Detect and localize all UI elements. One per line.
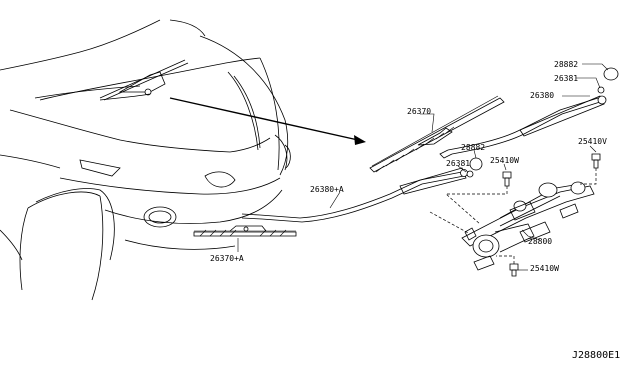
leader-lines — [237, 63, 609, 271]
label-26370: 26370 — [407, 107, 431, 116]
label-28800: 28800 — [528, 237, 552, 246]
direction-arrow — [169, 97, 366, 145]
label-28882-top: 28882 — [554, 60, 578, 69]
label-25410w-top: 25410W — [490, 156, 519, 165]
car-front-illustration — [0, 19, 291, 301]
label-25410w-bottom: 25410W — [530, 264, 559, 273]
wiper-arm-26380 — [439, 95, 607, 159]
label-26380: 26380 — [530, 91, 554, 100]
cap-28882-top — [603, 67, 619, 81]
label-26381-top: 26381 — [554, 74, 578, 83]
label-26370a: 26370+A — [210, 254, 244, 263]
cap-28882-mid — [469, 157, 483, 171]
bolt-25410w-bottom — [509, 263, 519, 277]
bolt-25410w-top — [502, 171, 512, 187]
label-28882-mid: 28882 — [461, 143, 485, 152]
nut-26381-top — [597, 86, 605, 94]
label-26381-mid: 26381 — [446, 159, 470, 168]
wiper-motor-linkage-28800 — [461, 181, 595, 271]
label-25410v: 25410V — [578, 137, 607, 146]
wiper-arm-26380a — [241, 167, 468, 223]
wiper-blade-26370a — [193, 225, 297, 237]
assembly-dashed-lines — [429, 168, 597, 264]
bolt-25410v — [591, 153, 601, 169]
diagram-id: J28800E1 — [572, 350, 620, 361]
nut-26381-mid — [466, 170, 474, 178]
wiper-blade-26370 — [369, 95, 505, 173]
label-26380a: 26380+A — [310, 185, 344, 194]
